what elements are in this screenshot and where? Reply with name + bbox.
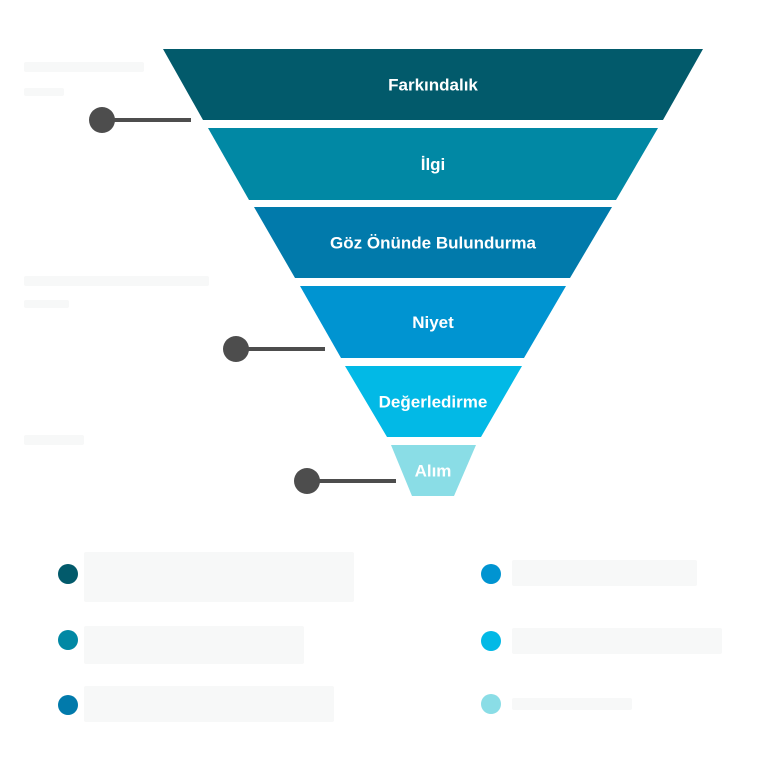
legend-dot-6 [481, 694, 501, 714]
legend-text-6 [512, 698, 632, 710]
legend-dot-4 [481, 564, 501, 584]
legend-text-2 [84, 626, 304, 664]
funnel-stage-3 [254, 207, 612, 278]
connector-dot-1 [89, 107, 115, 133]
funnel-stage-label-1: Farkındalık [388, 76, 478, 95]
connector-dot-2 [223, 336, 249, 362]
annotation-block-1b [24, 88, 64, 96]
legend-text-5 [512, 628, 722, 654]
annotation-block-2b [24, 300, 69, 308]
funnel-stage-label-6: Alım [415, 462, 452, 481]
funnel-stage-label-5: Değerledirme [379, 393, 488, 412]
funnel-stage-label-3: Göz Önünde Bulundurma [330, 234, 536, 253]
funnel-stage-2 [208, 128, 658, 200]
annotation-block-1 [24, 62, 144, 72]
legend-dot-2 [58, 630, 78, 650]
funnel-stage-6 [391, 445, 476, 496]
funnel-stage-label-4: Niyet [412, 313, 454, 332]
funnel-stage-1 [163, 49, 703, 120]
annotation-block-2 [24, 276, 209, 286]
legend-dot-1 [58, 564, 78, 584]
legend-text-3 [84, 686, 334, 722]
legend-text-1 [84, 552, 354, 602]
legend-dot-5 [481, 631, 501, 651]
annotation-block-3 [24, 435, 84, 445]
connector-dot-3 [294, 468, 320, 494]
funnel-stage-5 [345, 366, 522, 437]
funnel-stage-4 [300, 286, 566, 358]
funnel-stage-label-2: İlgi [421, 155, 446, 174]
legend-text-4 [512, 560, 697, 586]
legend-dot-3 [58, 695, 78, 715]
